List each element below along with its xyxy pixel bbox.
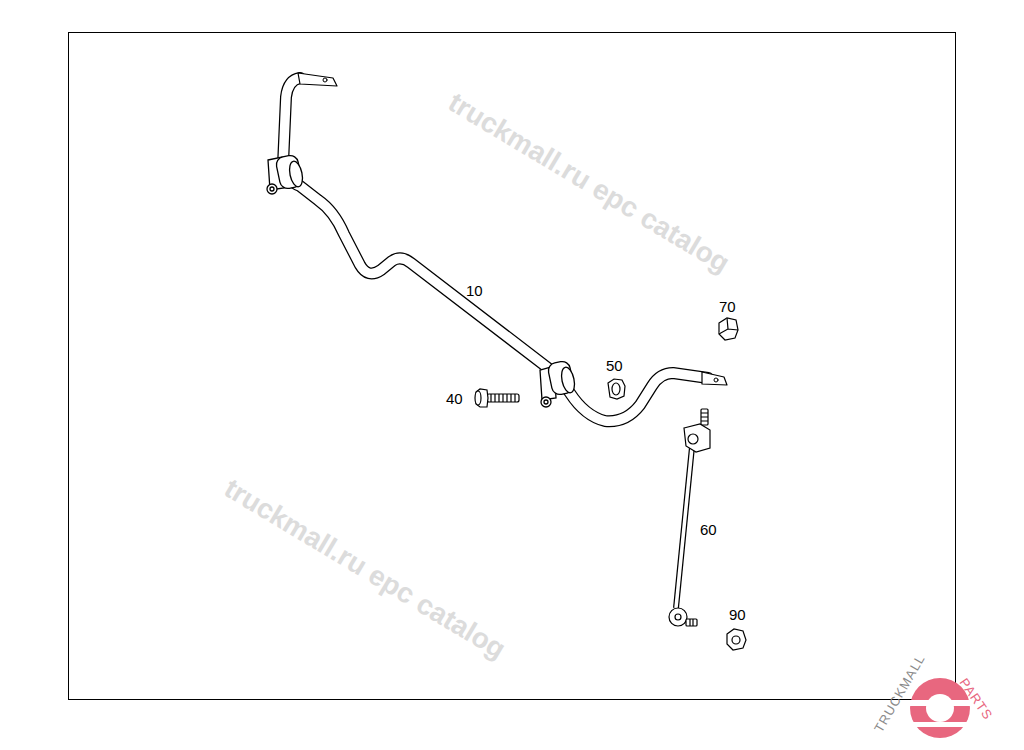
callout-number: 60	[700, 522, 717, 537]
nut	[608, 379, 625, 399]
callout-number: 70	[719, 299, 736, 314]
watermark: truckmall.ru epc catalog	[444, 88, 735, 278]
callout-number: 10	[466, 283, 483, 298]
callout-number: 90	[729, 607, 746, 622]
callout-number: 40	[446, 391, 463, 406]
coupling-rod	[669, 409, 710, 626]
bolt	[475, 389, 519, 407]
nut	[727, 629, 746, 650]
nut	[719, 318, 738, 340]
bushing	[267, 154, 577, 407]
frame	[69, 33, 956, 700]
watermark: truckmall.ru epc catalog	[220, 474, 511, 664]
callout-number: 50	[606, 358, 623, 373]
